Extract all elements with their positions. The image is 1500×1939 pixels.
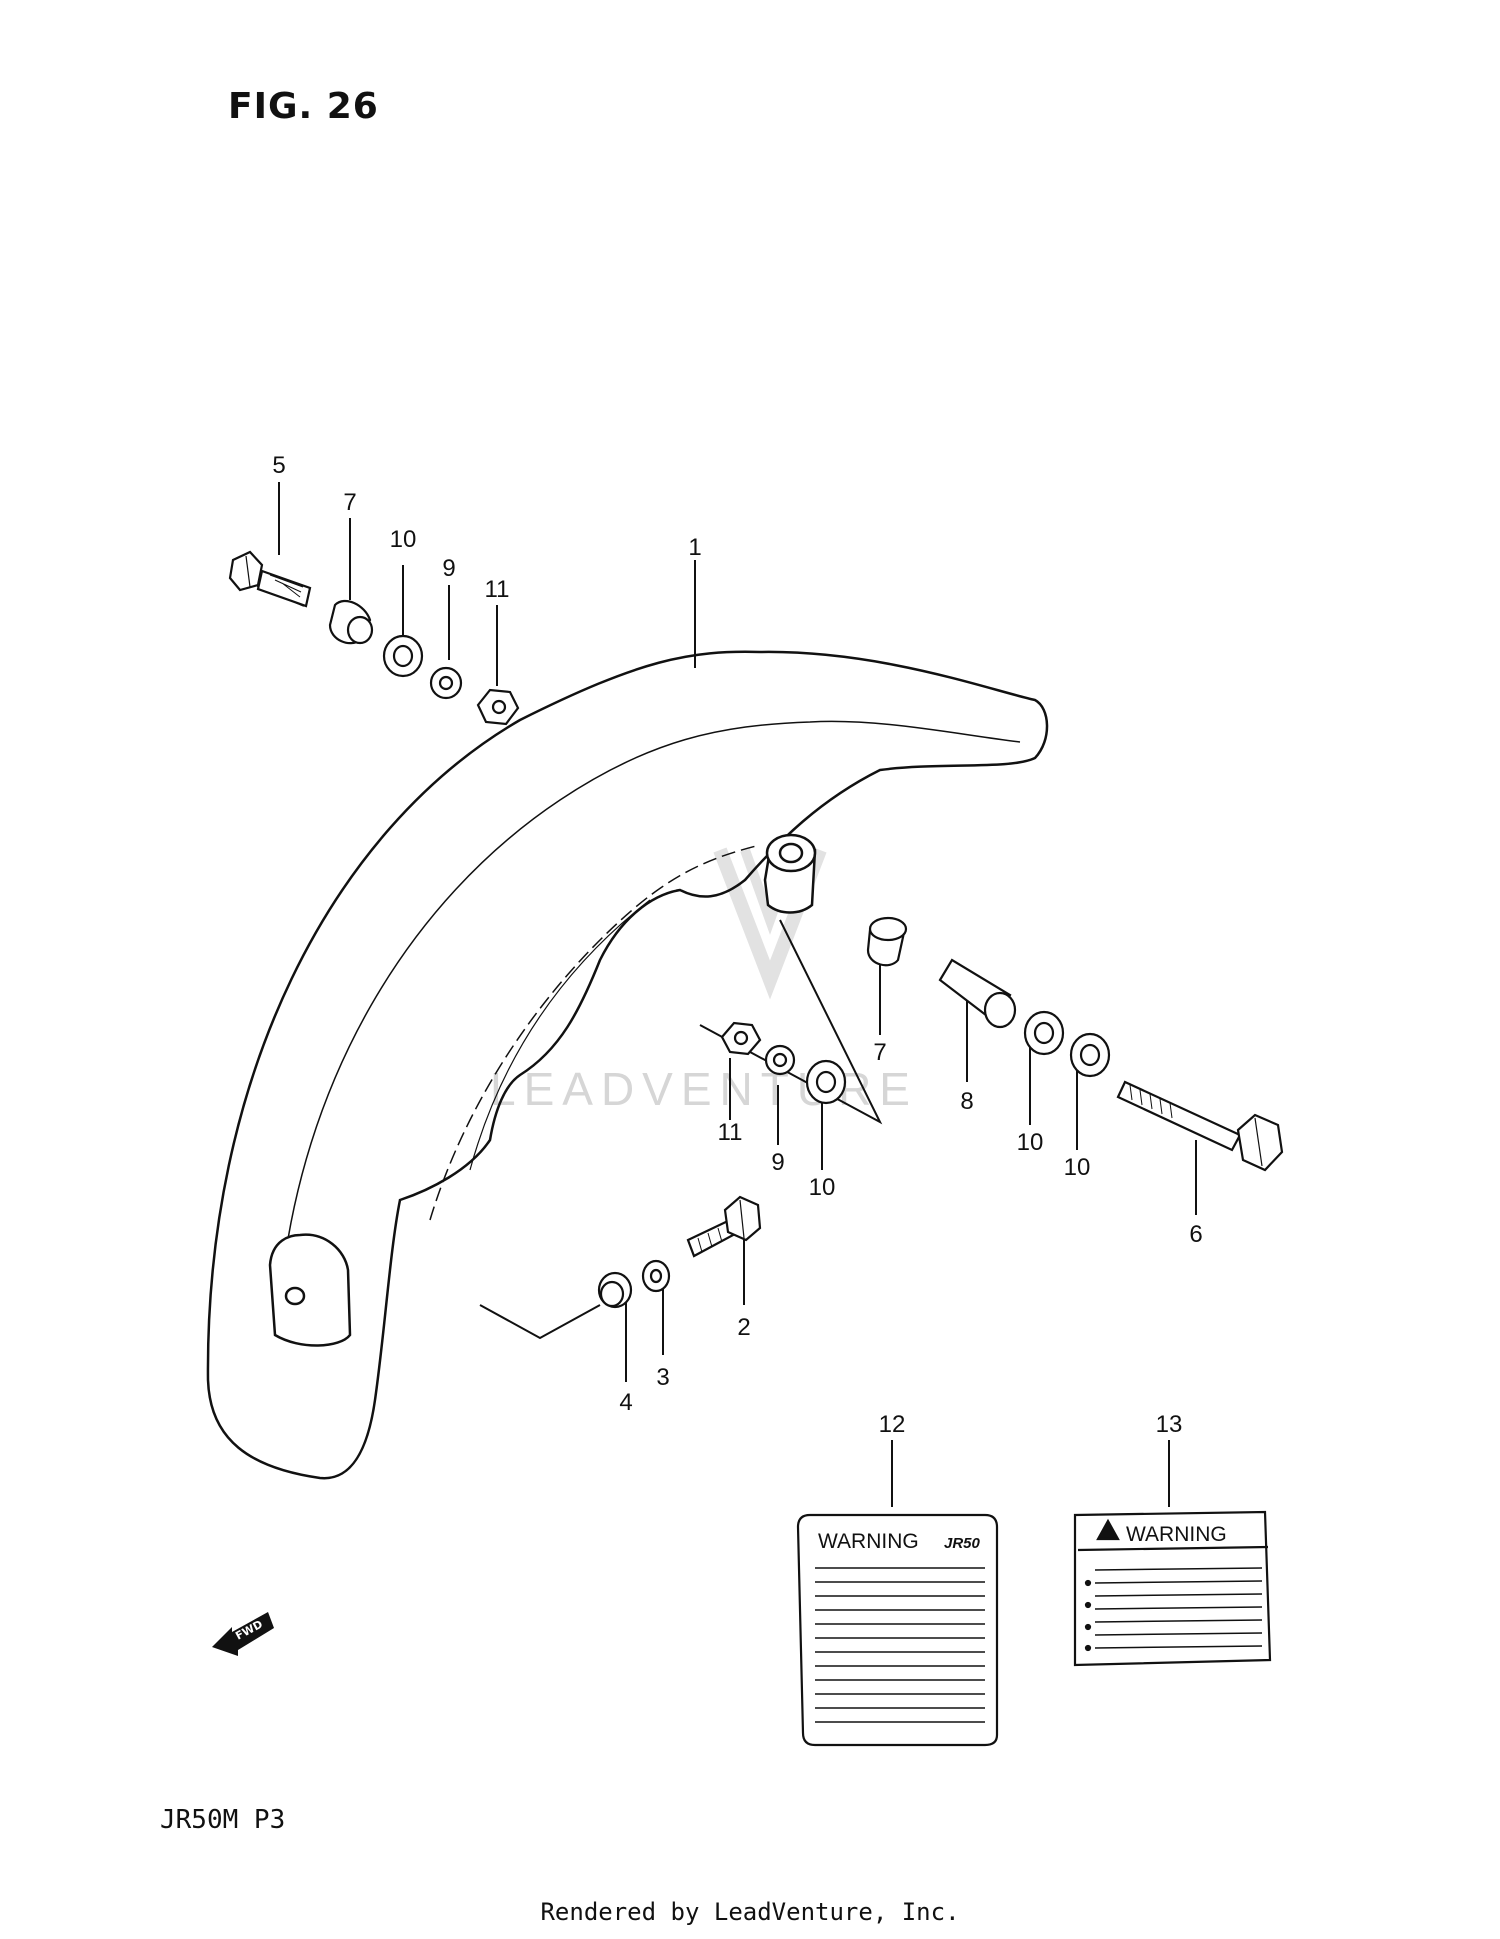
footer-credit: Rendered by LeadVenture, Inc. (540, 1898, 960, 1926)
nut-11-top (476, 688, 520, 726)
grommet-4 (597, 1271, 633, 1309)
callouts: 1 2 3 4 5 6 7 7 8 9 9 10 10 10 10 11 11 … (272, 452, 1202, 1438)
warning-12-heading: WARNING (818, 1530, 919, 1553)
callout-8: 8 (960, 1088, 973, 1115)
washer-10-top (382, 634, 424, 678)
bolt-6 (1116, 1080, 1284, 1172)
warning-12-model-tag: JR50 (944, 1535, 981, 1552)
callout-11-middle: 11 (718, 1119, 743, 1146)
callout-10-top: 10 (390, 526, 417, 553)
spring-washer-9-middle (764, 1044, 796, 1076)
washer-10-right-b (1069, 1032, 1111, 1078)
callout-10-right-b: 10 (1064, 1154, 1091, 1181)
spacer-8 (938, 958, 1017, 1029)
callout-4: 4 (619, 1389, 632, 1416)
warning-label-13 (1073, 1510, 1272, 1667)
bolt-5 (228, 550, 312, 608)
callout-10-middle: 10 (809, 1174, 836, 1201)
callout-12: 12 (879, 1411, 906, 1438)
callout-3: 3 (656, 1364, 669, 1391)
callout-7-right: 7 (873, 1039, 886, 1066)
callout-5: 5 (272, 452, 285, 479)
warning-13-heading: WARNING (1126, 1523, 1227, 1546)
callout-9-middle: 9 (771, 1149, 784, 1176)
callout-2: 2 (737, 1314, 750, 1341)
watermark: LEADVENTURE (490, 847, 910, 1115)
spring-washer-9-top (429, 666, 463, 700)
callout-1: 1 (688, 534, 701, 561)
washer-10-middle (805, 1059, 847, 1105)
model-code: JR50M P3 (160, 1805, 286, 1835)
callout-7-top: 7 (343, 489, 356, 516)
bolt-2 (686, 1195, 762, 1258)
callout-11-top: 11 (485, 576, 510, 603)
figure-title: FIG. 26 (228, 86, 379, 127)
leader-lines (278, 482, 1197, 1507)
callout-13: 13 (1156, 1411, 1183, 1438)
callout-6: 6 (1189, 1221, 1202, 1248)
collar-7-right (866, 916, 908, 967)
washer-3 (641, 1259, 671, 1293)
callout-9-top: 9 (442, 555, 455, 582)
warning-label-12 (796, 1513, 999, 1747)
front-fender (206, 650, 1049, 1480)
collar-7-top (328, 599, 374, 645)
forward-arrow-icon: FWD (212, 1612, 274, 1656)
callout-10-right-a: 10 (1017, 1129, 1044, 1156)
nut-11-middle (720, 1021, 762, 1056)
washer-10-right-a (1023, 1010, 1065, 1056)
